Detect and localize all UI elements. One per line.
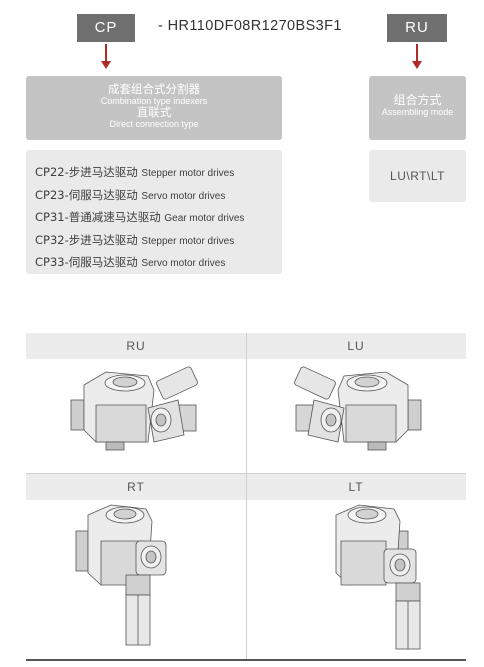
drive-code: CP33-伺服马达驱动: [35, 255, 138, 269]
list-item: CP32-步进马达驱动 Stepper motor drives: [35, 230, 282, 253]
drive-code: CP32-步进马达驱动: [35, 232, 138, 247]
list-item: CP31-普通减速马达驱动 Gear motor drives: [35, 207, 282, 230]
type-cn-label: 成套组合式分割器: [108, 82, 200, 96]
mode-cell-lu: LU: [246, 333, 466, 451]
drive-en: Stepper motor drives: [141, 235, 235, 247]
model-code: - HR110DF08R1270BS3F1: [158, 18, 342, 34]
drive-en: Gear motor drives: [164, 213, 245, 224]
list-item: CP33-伺服马达驱动 Servo motor drives: [35, 252, 282, 275]
drive-code: CP22-步进马达驱动: [35, 165, 138, 179]
grid-bottom-rule: [26, 659, 466, 661]
mode-header-rt: RT: [26, 474, 246, 500]
mode-cell-ru: RU: [26, 333, 246, 451]
grid-divider: [246, 333, 247, 660]
mode-header-ru: RU: [26, 333, 246, 359]
drive-code: CP23-伺服马达驱动: [35, 187, 138, 202]
arrow-down-icon: [411, 44, 423, 70]
indexer-lt-image: [335, 504, 421, 650]
mode-header-lt: LT: [246, 474, 466, 500]
grid-divider: [26, 473, 466, 474]
drive-code: CP31-普通减速马达驱动: [35, 210, 161, 224]
type-en-label: Combination type indexers: [100, 96, 208, 106]
assembling-mode-box: 组合方式 Assembling mode: [369, 76, 466, 140]
mode-header-lu: LU: [246, 333, 466, 359]
indexer-ru-image: [70, 366, 198, 451]
drive-list-box: CP22-步进马达驱动 Stepper motor drives CP23-伺服…: [26, 150, 282, 274]
indexer-type-box: 成套组合式分割器 Combination type indexers 直联式 D…: [26, 76, 282, 140]
connection-en-label: Direct connection type: [109, 119, 199, 129]
assembling-cn-label: 组合方式: [393, 93, 442, 107]
drive-en: Stepper motor drives: [141, 168, 235, 179]
list-item: CP23-伺服马达驱动 Servo motor drives: [35, 185, 282, 208]
drive-list: CP22-步进马达驱动 Stepper motor drives CP23-伺服…: [26, 150, 282, 275]
cp-tag: CP: [77, 14, 135, 42]
mode-cell-rt: RT: [26, 474, 246, 646]
drive-en: Servo motor drives: [141, 190, 226, 202]
ru-tag: RU: [387, 14, 447, 42]
indexer-rt-image: [75, 504, 167, 646]
assembling-en-label: Assembling mode: [381, 107, 454, 117]
drive-en: Servo motor drives: [141, 258, 226, 269]
connection-cn-label: 直联式: [136, 105, 172, 119]
modes-box: LU\RT\LT: [369, 150, 466, 202]
assembling-mode-grid: RU LU: [26, 333, 466, 661]
arrow-down-icon: [100, 44, 112, 70]
modes-text: LU\RT\LT: [390, 169, 445, 183]
mode-cell-lt: LT: [246, 474, 466, 650]
list-item: CP22-步进马达驱动 Stepper motor drives: [35, 162, 282, 185]
indexer-lu-image: [294, 366, 422, 451]
